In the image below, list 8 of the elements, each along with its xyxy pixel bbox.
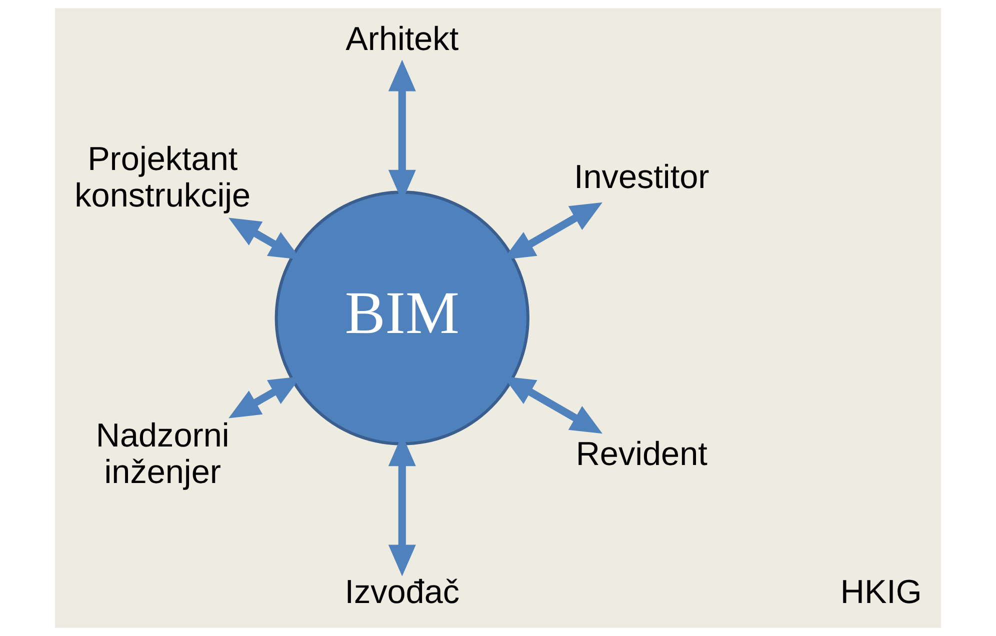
- node-text: Izvođač: [344, 574, 460, 612]
- node-circle: BIM: [274, 190, 530, 446]
- node-text: Projektant konstrukcije: [74, 141, 251, 214]
- node-text: Nadzorni inženjer: [96, 418, 230, 491]
- node-text: Arhitekt: [346, 20, 459, 58]
- node-text: Revident: [576, 436, 708, 473]
- node-text: Investitor: [574, 159, 710, 196]
- label: HKIG: [840, 574, 922, 612]
